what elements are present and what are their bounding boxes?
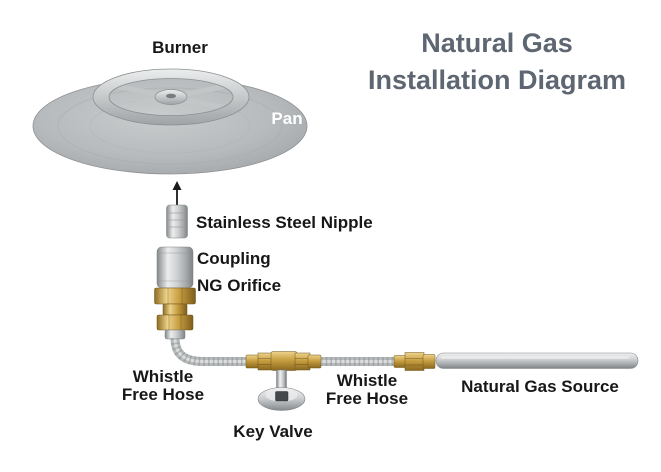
orifice-hex-bottom [156, 314, 194, 331]
burner-hub-hole [166, 93, 176, 99]
coupling-edge-lines [159, 252, 191, 282]
hose-right-hex-facets [405, 358, 424, 366]
whistle-right-label-line1: Whistle [337, 371, 397, 390]
valve-body [270, 351, 298, 371]
whistle-free-hose-right [321, 352, 436, 371]
whistle-free-hose-left [170, 337, 246, 366]
diagram-title-line2: Installation Diagram [368, 65, 626, 95]
ng-orifice-label: NG Orifice [197, 276, 281, 295]
hose-right-adapter [422, 354, 436, 369]
ng-orifice-part [154, 287, 196, 340]
valve-key-socket [275, 391, 289, 402]
orifice-hex-top [154, 287, 196, 305]
valve-ferrule-left [245, 354, 260, 369]
arrow-head [172, 181, 182, 190]
burner-label: Burner [152, 38, 208, 57]
diagram-title-line1: Natural Gas [421, 28, 573, 58]
valve-hex-right-facets [295, 358, 310, 365]
valve-ferrule-right [307, 354, 322, 369]
nipple-threads [168, 212, 186, 228]
hose-right-ferrule [393, 355, 407, 368]
nipple-label: Stainless Steel Nipple [196, 213, 373, 232]
burner-ring [92, 68, 250, 126]
pan-label: Pan [271, 109, 302, 128]
hose-left-highlight [173, 337, 246, 363]
orifice-mid [162, 303, 188, 316]
whistle-left-label-line1: Whistle [133, 367, 193, 386]
coupling-label: Coupling [197, 249, 271, 268]
valve-hex-left-facets [258, 358, 273, 365]
pan-brush-ring [57, 87, 283, 165]
hose-crimp-top [164, 329, 186, 340]
whistle-left-label-line2: Free Hose [122, 385, 204, 404]
pipe-body [435, 352, 639, 369]
whistle-right-label-line2: Free Hose [326, 389, 408, 408]
burner-ring-torus [92, 68, 250, 126]
hose-right-hex [404, 352, 425, 371]
gas-source-pipe [435, 352, 639, 369]
up-arrow-icon [172, 181, 182, 205]
key-valve-part [245, 351, 322, 411]
key-valve-label: Key Valve [233, 422, 312, 441]
orifice-hex-top-facets [167, 288, 183, 304]
orifice-hex-bottom-facets [168, 315, 182, 330]
coupling-part [156, 246, 194, 289]
nipple-body [166, 204, 188, 239]
gas-source-label: Natural Gas Source [461, 377, 619, 396]
stainless-nipple [166, 204, 188, 239]
